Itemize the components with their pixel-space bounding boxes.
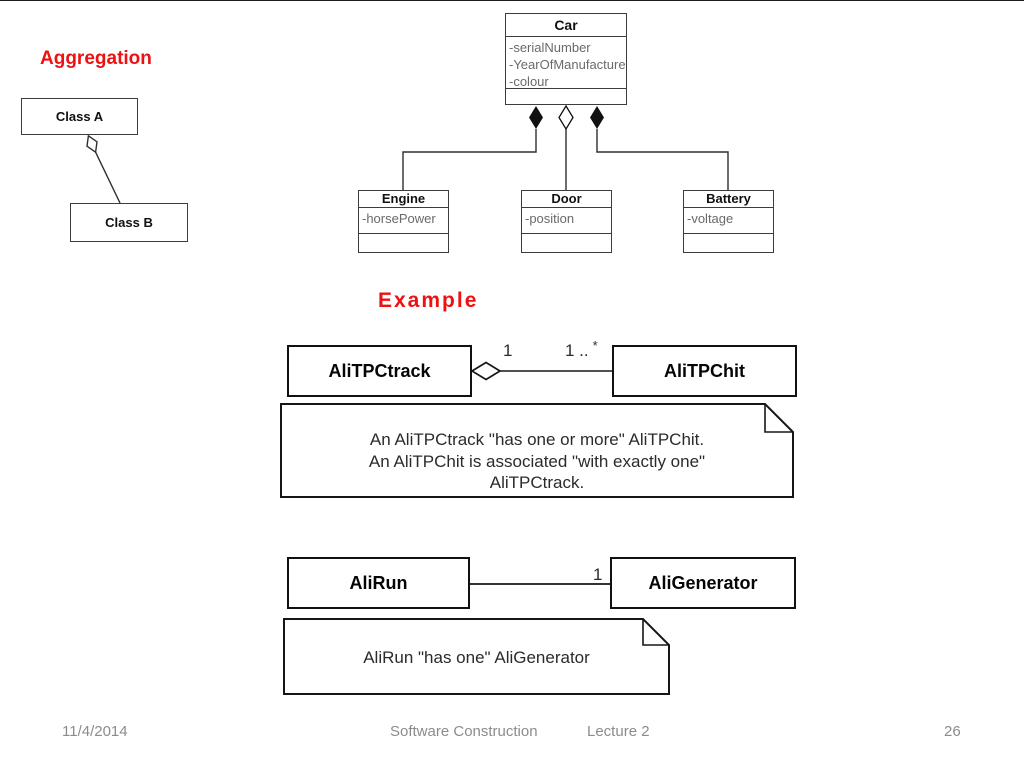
car-attributes: -serialNumber -YearOfManufacture -colour <box>506 37 626 89</box>
alirun-class-box: AliRun <box>287 557 470 609</box>
alitpchit-class-box: AliTPChit <box>612 345 797 397</box>
composition-diamond-icon <box>529 106 543 129</box>
note-line: AliTPCtrack. <box>489 473 585 492</box>
footer-page-number: 26 <box>944 723 961 740</box>
alitpchit-label: AliTPChit <box>664 360 745 381</box>
door-class-name: Door <box>522 191 611 208</box>
car-engine-line <box>402 129 537 190</box>
note-line: AliRun "has one" AliGenerator <box>363 648 590 667</box>
slide-title: Aggregation <box>40 48 152 69</box>
multiplicity-label: 1 <box>503 341 513 360</box>
multiplicity-star: * <box>592 338 598 353</box>
attribute: -voltage <box>687 211 734 226</box>
attribute: -colour <box>509 74 549 89</box>
footer-course: Software Construction <box>390 723 538 740</box>
attribute: -YearOfManufacture <box>509 57 626 72</box>
note-line: An AliTPChit is associated "with exactly… <box>368 451 706 471</box>
class-b-label: Class B <box>105 215 153 230</box>
slide-top-border <box>0 0 1024 1</box>
operations-compartment <box>684 234 773 252</box>
attribute: -position <box>525 211 575 226</box>
alitpc-connector <box>470 361 612 381</box>
battery-class-name: Battery <box>684 191 773 208</box>
aggregation-diamond-icon <box>470 361 502 381</box>
car-connectors <box>402 104 729 190</box>
multiplicity-label: 1 <box>593 565 603 584</box>
car-class-name: Car <box>506 14 626 37</box>
aggregation-diamond-icon <box>86 134 98 154</box>
uml-note-text: An AliTPCtrack "has one or more" AliTPCh… <box>281 429 793 494</box>
battery-class-box: Battery -voltage <box>683 190 774 253</box>
car-battery-line <box>596 129 729 190</box>
class-a-label: Class A <box>55 109 104 124</box>
alitpctrack-label: AliTPCtrack <box>328 360 431 381</box>
attribute: -serialNumber <box>509 40 591 55</box>
operations-compartment <box>359 234 448 252</box>
note-line: An AliTPCtrack "has one or more" AliTPCh… <box>369 430 705 449</box>
door-attributes: -position <box>522 208 611 234</box>
operations-compartment <box>522 234 611 252</box>
operations-compartment <box>506 89 626 104</box>
battery-attributes: -voltage <box>684 208 773 234</box>
multiplicity-label: 1 .. * <box>565 338 598 361</box>
multiplicity-base: 1 .. <box>565 341 589 360</box>
association-line <box>94 151 121 204</box>
aligenerator-label: AliGenerator <box>648 572 758 593</box>
footer-date: 11/4/2014 <box>62 723 128 740</box>
attribute: -horsePower <box>362 211 436 226</box>
engine-attributes: -horsePower <box>359 208 448 234</box>
door-class-box: Door -position <box>521 190 612 253</box>
alirun-label: AliRun <box>349 572 408 593</box>
uml-note-text: AliRun "has one" AliGenerator <box>284 647 669 668</box>
engine-class-name: Engine <box>359 191 448 208</box>
classab-connector <box>86 134 121 204</box>
alitpctrack-class-box: AliTPCtrack <box>287 345 472 397</box>
example-heading: Example <box>378 289 479 312</box>
footer-lecture: Lecture 2 <box>587 723 650 740</box>
note-fold-icon <box>642 619 669 646</box>
aggregation-diamond-icon <box>558 104 574 131</box>
engine-class-box: Engine -horsePower <box>358 190 449 253</box>
class-b-box: Class B <box>70 203 188 242</box>
aligenerator-class-box: AliGenerator <box>610 557 796 609</box>
note-fold-icon <box>764 404 793 433</box>
car-class-box: Car -serialNumber -YearOfManufacture -co… <box>505 13 627 105</box>
composition-diamond-icon <box>590 106 604 129</box>
class-a-box: Class A <box>21 98 138 135</box>
